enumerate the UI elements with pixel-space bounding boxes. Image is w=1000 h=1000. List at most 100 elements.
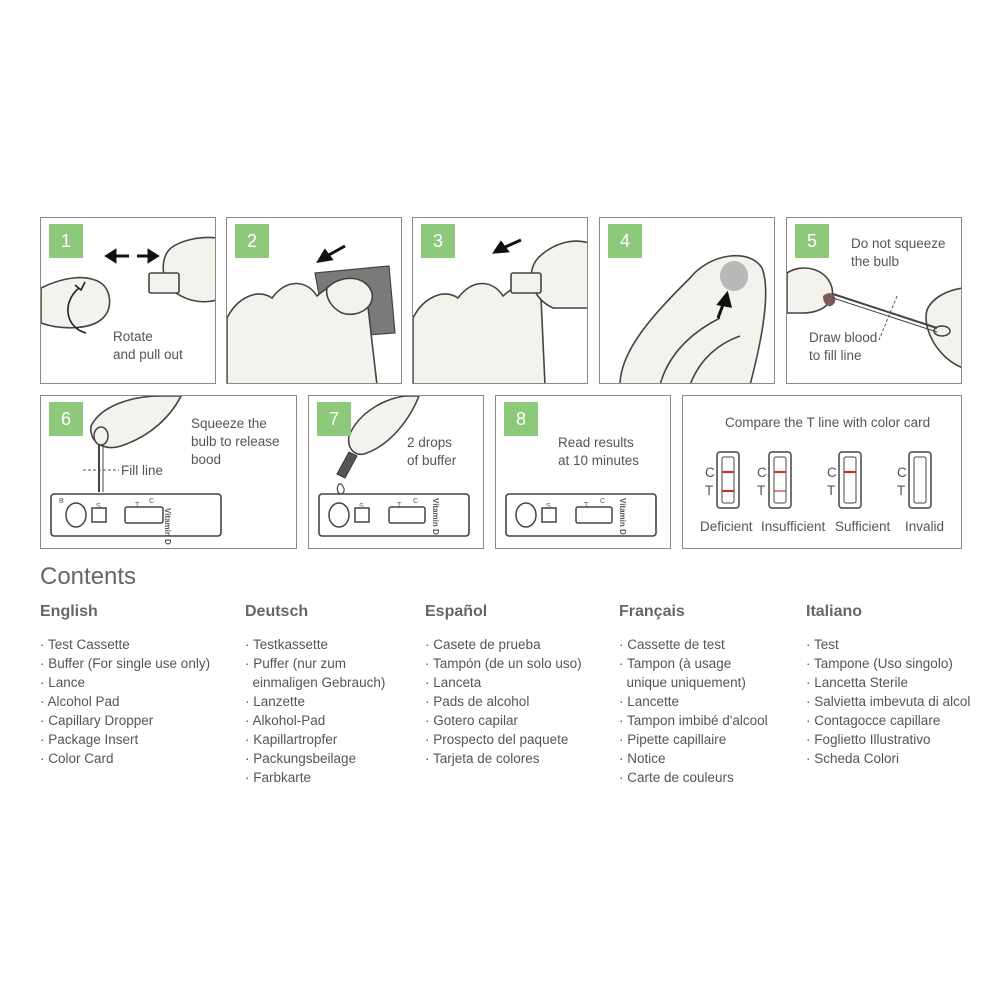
- contents-list: · Testkassette· Puffer (nur zum einmalig…: [245, 635, 415, 787]
- cassette-s-label-8: S: [546, 503, 551, 510]
- fill-line-label: Fill line: [121, 463, 164, 478]
- list-item: · Scheda Colori: [806, 751, 900, 766]
- cassette-c-label: C: [149, 498, 155, 505]
- result-label-deficient: Deficient: [700, 519, 753, 534]
- list-item: · Tampon (à usage: [619, 656, 732, 671]
- contents-column-english: English · Test Cassette · Buffer (For sin…: [40, 603, 210, 768]
- column-heading: Français: [619, 603, 685, 620]
- list-item: · Cassette de test: [619, 637, 725, 652]
- result-1-c: C: [705, 465, 715, 480]
- result-2-t: T: [757, 483, 766, 498]
- result-3-t: T: [827, 483, 836, 498]
- cassette-brand-label-7: Vitamin D: [431, 498, 440, 535]
- results-panel: Compare the T line with color card C T C…: [682, 395, 962, 549]
- list-item: · Pads de alcohol: [425, 694, 530, 709]
- list-item: · Contagocce capillare: [806, 713, 941, 728]
- step-6-badge: 6: [49, 402, 83, 436]
- list-item: einmaligen Gebrauch): [245, 675, 386, 690]
- list-item: · Casete de prueba: [425, 637, 541, 652]
- list-item: · Alkohol-Pad: [245, 713, 326, 728]
- step-3-badge: 3: [421, 224, 455, 258]
- list-item: · Test Cassette: [40, 637, 130, 652]
- cassette-brand-label: Vitamin D: [163, 508, 172, 545]
- list-item: · Lance: [40, 675, 86, 690]
- contents-list: · Cassette de test · Tampon (à usage uniq…: [619, 635, 789, 787]
- contents-column-italiano: Italiano · Test · Tampone (Uso singolo) · …: [806, 603, 976, 768]
- list-item: · Salvietta imbevuta di alcol: [806, 694, 971, 709]
- step-5-badge: 5: [795, 224, 829, 258]
- contents-column-espanol: Español · Casete de prueba· Tampón (de u…: [425, 603, 595, 768]
- cassette-c-label-7: C: [413, 498, 419, 505]
- list-item: · Tarjeta de colores: [425, 751, 540, 766]
- step-2-badge: 2: [235, 224, 269, 258]
- list-item: · Buffer (For single use only): [40, 656, 211, 671]
- list-item: · Tampone (Uso singolo): [806, 656, 953, 671]
- cassette-t-label-8: T: [584, 502, 589, 509]
- capillary-dropper-illustration: [787, 267, 961, 368]
- result-3-c: C: [827, 465, 837, 480]
- cassette-t-label: T: [135, 502, 140, 509]
- results-title: Compare the T line with color card: [725, 415, 931, 430]
- contents-column-deutsch: Deutsch · Testkassette· Puffer (nur zum …: [245, 603, 415, 787]
- list-item: · Gotero capilar: [425, 713, 519, 728]
- result-1-t: T: [705, 483, 714, 498]
- column-heading: Italiano: [806, 603, 863, 620]
- step-4-badge: 4: [608, 224, 642, 258]
- list-item: · Color Card: [40, 751, 114, 766]
- list-item: · Lanceta: [425, 675, 482, 690]
- result-label-insufficient: Insufficient: [761, 519, 826, 534]
- list-item: · Capillary Dropper: [40, 713, 154, 728]
- list-item: · Pipette capillaire: [619, 732, 727, 747]
- contents-list: · Casete de prueba · Tampón (de un solo u…: [425, 635, 595, 768]
- column-heading: Deutsch: [245, 603, 309, 620]
- contents-title: Contents: [40, 563, 137, 590]
- list-item: unique uniquement): [619, 675, 746, 690]
- list-item: · Farbkarte: [245, 770, 312, 785]
- finger-blood-drop-illustration: [619, 254, 767, 383]
- result-2-c: C: [757, 465, 767, 480]
- cassette-blood-application-illustration: [50, 396, 222, 537]
- list-item: · Test: [806, 637, 839, 652]
- result-strips-illustration: [716, 451, 932, 509]
- result-label-invalid: Invalid: [905, 519, 945, 534]
- cassette-s-label-7: S: [359, 503, 364, 510]
- cassette-b-label: B: [59, 498, 64, 505]
- result-label-sufficient: Sufficient: [835, 519, 891, 534]
- result-4-c: C: [897, 465, 907, 480]
- contents-list: · Test Cassette · Buffer (For single use …: [40, 635, 210, 768]
- list-item: · Notice: [619, 751, 666, 766]
- hand-rotate-lancet-illustration: [41, 236, 215, 334]
- cassette-s-label: S: [96, 503, 101, 510]
- list-item: · Alcohol Pad: [40, 694, 120, 709]
- step-2-panel: 2: [226, 217, 402, 384]
- result-4-t: T: [897, 483, 906, 498]
- hand-alcohol-pad-illustration: [227, 244, 396, 383]
- list-item: · Tampon imbibé d'alcool: [619, 713, 768, 728]
- step-7-badge: 7: [317, 402, 351, 436]
- hand-lancet-illustration: [413, 238, 587, 383]
- list-item: · Testkassette: [245, 637, 329, 652]
- buffer-drops-illustration: [318, 396, 470, 537]
- list-item: · Packungsbeilage: [245, 751, 357, 766]
- step-1-badge: 1: [49, 224, 83, 258]
- step-4-panel: 4: [599, 217, 775, 384]
- column-heading: English: [40, 603, 98, 620]
- contents-list: · Test· Tampone (Uso singolo)· Lancetta …: [806, 635, 976, 768]
- step-8-badge: 8: [504, 402, 538, 436]
- list-item: · Package Insert: [40, 732, 139, 747]
- list-item: · Foglietto Illustrativo: [806, 732, 931, 747]
- cassette-c-label-8: C: [600, 498, 606, 505]
- list-item: · Lanzette: [245, 694, 306, 709]
- cassette-t-label-7: T: [397, 502, 402, 509]
- list-item: · Tampón (de un solo uso): [425, 656, 582, 671]
- list-item: · Carte de couleurs: [619, 770, 734, 785]
